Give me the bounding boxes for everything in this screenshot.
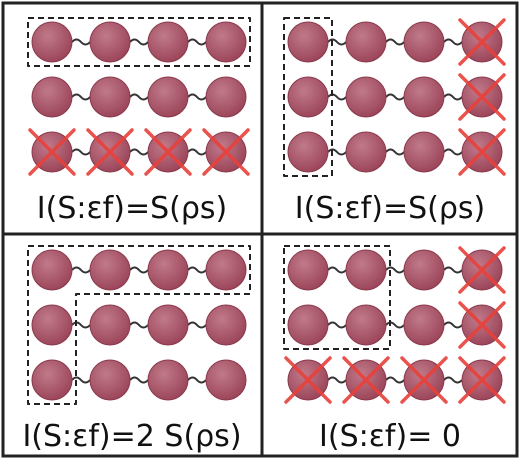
qubit-circle <box>287 304 329 346</box>
caption-bottom-left: I(S:εf)=2 S(ρs) <box>22 419 241 454</box>
tilde-link <box>71 38 91 46</box>
tilde-link <box>443 266 463 274</box>
qubit-circle <box>31 249 73 291</box>
tilde-link <box>385 38 405 46</box>
qubit-circle <box>147 21 189 63</box>
qubit-circle <box>205 249 247 291</box>
qubit-circle <box>345 304 387 346</box>
tilde-link <box>129 321 149 329</box>
tilde-link <box>187 376 207 384</box>
tilde-link <box>187 93 207 101</box>
cross-mark <box>458 246 506 294</box>
qubit-circle <box>205 359 247 401</box>
qubit-circle <box>147 76 189 118</box>
tilde-link <box>129 93 149 101</box>
caption-top-right: I(S:εf)=S(ρs) <box>295 191 485 226</box>
tilde-link <box>385 321 405 329</box>
qubit-circle <box>287 21 329 63</box>
qubit-circle <box>403 249 445 291</box>
selection-dashed-outline <box>27 245 251 405</box>
panel-bottom-left <box>27 245 251 405</box>
panel-bottom-right <box>283 245 506 404</box>
cross-mark <box>342 356 390 404</box>
tilde-link <box>385 148 405 156</box>
cross-mark <box>458 73 506 121</box>
qubit-circle <box>89 359 131 401</box>
tilde-link <box>327 148 347 156</box>
selection-dashed-outline <box>283 17 333 177</box>
tilde-link <box>327 321 347 329</box>
qubit-circle <box>31 21 73 63</box>
tilde-link <box>443 38 463 46</box>
qubit-circle <box>147 249 189 291</box>
qubit-circle <box>89 249 131 291</box>
tilde-link <box>443 148 463 156</box>
qubit-circle <box>403 131 445 173</box>
qubit-circle <box>205 304 247 346</box>
qubit-circle <box>205 21 247 63</box>
tilde-link <box>71 376 91 384</box>
cross-mark <box>86 128 134 176</box>
qubit-circle <box>147 304 189 346</box>
tilde-link <box>129 266 149 274</box>
cross-mark <box>144 128 192 176</box>
tilde-link <box>385 93 405 101</box>
qubit-circle <box>345 21 387 63</box>
qubit-circle <box>89 21 131 63</box>
tilde-link <box>129 148 149 156</box>
tilde-link <box>71 321 91 329</box>
caption-bottom-right: I(S:εf)= 0 <box>319 419 461 454</box>
tilde-link <box>327 93 347 101</box>
tilde-link <box>443 376 463 384</box>
qubit-circle <box>345 76 387 118</box>
qubit-circle <box>403 76 445 118</box>
tilde-link <box>71 148 91 156</box>
qubit-circle <box>345 131 387 173</box>
qubit-circle <box>287 76 329 118</box>
qubit-circle <box>287 249 329 291</box>
selection-dashed-outline <box>27 17 251 67</box>
qubit-circle <box>31 76 73 118</box>
cross-mark <box>458 18 506 66</box>
cross-mark <box>202 128 250 176</box>
tilde-link <box>385 376 405 384</box>
qubit-circle <box>345 249 387 291</box>
tilde-link <box>187 321 207 329</box>
tilde-link <box>443 321 463 329</box>
tilde-link <box>187 38 207 46</box>
tilde-link <box>327 376 347 384</box>
qubit-circle <box>89 304 131 346</box>
tilde-link <box>187 266 207 274</box>
tilde-link <box>129 38 149 46</box>
qubit-circle <box>31 359 73 401</box>
tilde-link <box>129 376 149 384</box>
tilde-link <box>327 266 347 274</box>
qubit-circle <box>403 304 445 346</box>
qubit-circle <box>403 21 445 63</box>
panel-top-right <box>283 17 506 177</box>
cross-mark <box>458 356 506 404</box>
cross-mark <box>284 356 332 404</box>
tilde-link <box>71 93 91 101</box>
panel-top-left <box>27 17 251 176</box>
cross-mark <box>400 356 448 404</box>
tilde-link <box>71 266 91 274</box>
qubit-circle <box>89 76 131 118</box>
selection-dashed-outline <box>283 245 391 350</box>
tilde-link <box>327 38 347 46</box>
cross-mark <box>458 301 506 349</box>
tilde-link <box>187 148 207 156</box>
qubit-circle <box>287 131 329 173</box>
qubit-circle <box>31 304 73 346</box>
caption-top-left: I(S:εf)=S(ρs) <box>37 191 227 226</box>
qubit-circle <box>205 76 247 118</box>
qubit-circle <box>147 359 189 401</box>
cross-mark <box>458 128 506 176</box>
cross-mark <box>28 128 76 176</box>
tilde-link <box>385 266 405 274</box>
tilde-link <box>443 93 463 101</box>
